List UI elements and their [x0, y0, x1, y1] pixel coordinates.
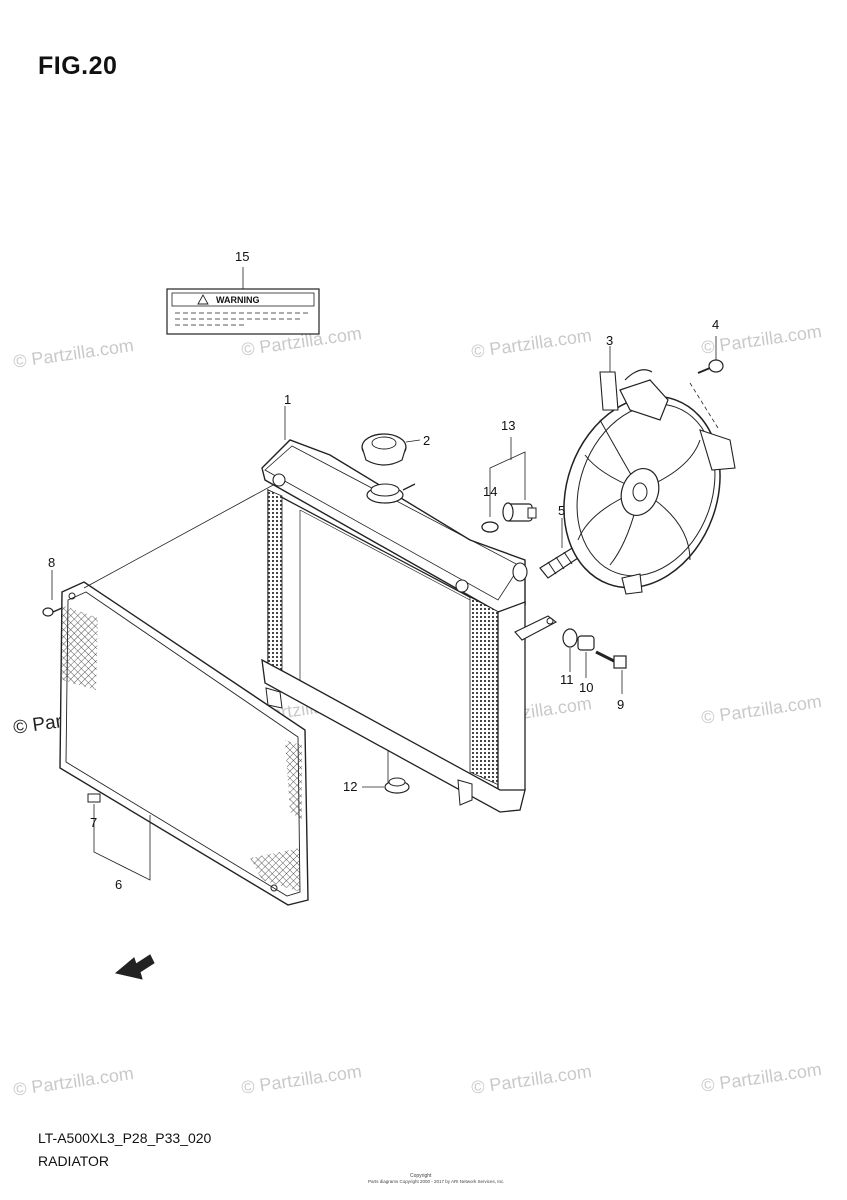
callout-2: 2	[423, 433, 431, 448]
grommet-11	[562, 628, 578, 672]
figure-title: FIG.20	[38, 52, 118, 80]
warning-label	[166, 267, 320, 335]
callout-10: 10	[579, 680, 594, 695]
callout-7: 7	[90, 815, 98, 830]
leader-lines-shroud	[51, 483, 276, 881]
figure-name: RADIATOR	[38, 1153, 110, 1169]
callout-15: 15	[235, 249, 250, 264]
fwd-arrow	[114, 954, 155, 980]
radiator-shroud	[59, 581, 309, 906]
callout-1: 1	[284, 392, 292, 407]
radiator-cap	[361, 433, 421, 466]
callout-12: 12	[343, 779, 358, 794]
callout-8: 8	[48, 555, 56, 570]
grommet-12	[362, 777, 410, 794]
callout-6: 6	[115, 877, 123, 892]
bolt-9	[595, 649, 627, 694]
bolt-4	[697, 336, 724, 374]
radiator-core	[261, 406, 558, 813]
collar-10	[577, 635, 595, 678]
screw-8	[42, 607, 63, 617]
callout-4: 4	[712, 317, 720, 332]
copyright-heading: Copyright	[410, 1173, 432, 1179]
callout-14: 14	[483, 484, 498, 499]
callout-11: 11	[560, 672, 574, 687]
callout-3: 3	[606, 333, 614, 348]
callout-9: 9	[617, 697, 625, 712]
copyright-notice: Parts diagrams Copyright 2000 - 2017 by …	[368, 1179, 505, 1184]
figure-code: LT-A500XL3_P28_P33_020	[38, 1130, 212, 1146]
callout-5: 5	[558, 503, 566, 518]
cooling-fan	[563, 346, 736, 595]
fan-switch	[481, 437, 537, 533]
callout-13: 13	[501, 418, 516, 433]
warning-label-text: WARNING	[216, 295, 260, 305]
